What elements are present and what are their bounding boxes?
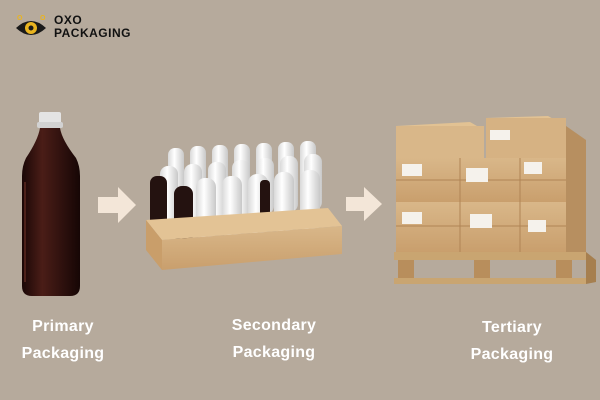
stage-label-line1: Primary <box>32 318 94 335</box>
eye-logo-icon: O O <box>16 15 46 35</box>
brand-name: OXO PACKAGING <box>54 14 131 40</box>
primary-bottle <box>22 112 80 296</box>
arrow-right-icon <box>98 187 136 223</box>
secondary-tray <box>146 141 342 270</box>
brand-logo: O O OXO PACKAGING <box>14 12 131 42</box>
stage-label-line2: Packaging <box>470 346 554 363</box>
stage-label-line2: Packaging <box>232 344 316 361</box>
stage-label-secondary: Secondary Packaging <box>214 312 334 366</box>
brand-name-line1: OXO <box>54 13 83 27</box>
svg-text:O: O <box>17 15 23 22</box>
tertiary-pallet <box>394 116 596 284</box>
stage-label-primary: Primary Packaging <box>8 313 118 367</box>
brand-name-line2: PACKAGING <box>54 26 131 40</box>
stage-label-line1: Tertiary <box>482 319 542 336</box>
stage-label-tertiary: Tertiary Packaging <box>456 314 568 368</box>
svg-text:O: O <box>40 15 46 22</box>
stage-label-line2: Packaging <box>21 345 105 362</box>
stage-label-line1: Secondary <box>231 317 317 334</box>
arrow-right-icon <box>346 187 382 221</box>
